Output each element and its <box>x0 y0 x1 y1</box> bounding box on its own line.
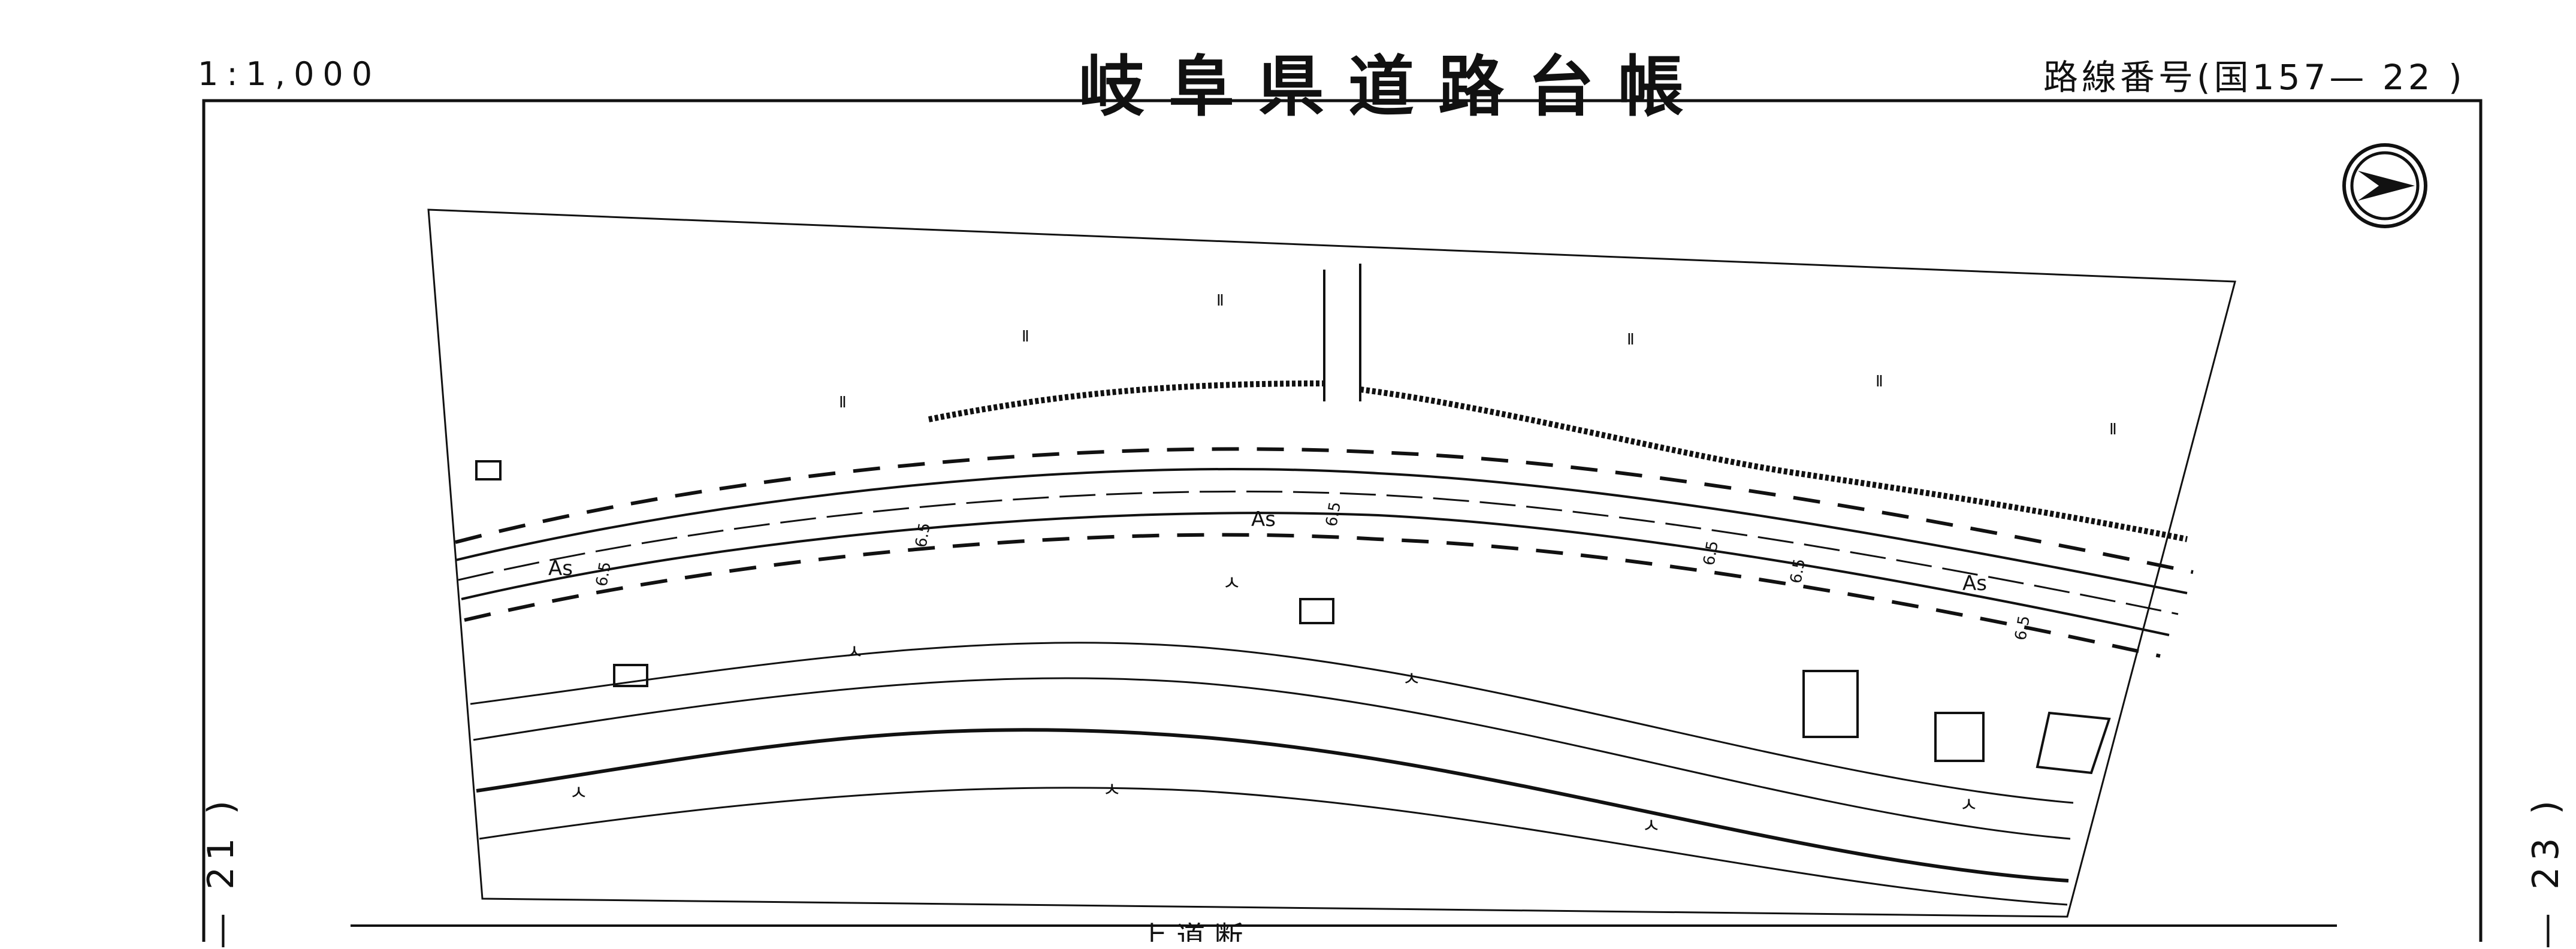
river-label: ㅅ <box>1402 667 1421 691</box>
sheet-boundary <box>427 208 2236 918</box>
building-3 <box>2036 711 2111 775</box>
map-frame <box>202 99 2483 942</box>
contour-1 <box>470 642 2074 804</box>
river-label: ㅅ <box>1103 778 1121 802</box>
footer-text: 上 道 断 <box>1138 920 1243 942</box>
road-shoulder-upper <box>455 447 2194 574</box>
width-label: 6.5 <box>1787 557 1809 585</box>
field-label: Ⅱ <box>1876 373 1883 391</box>
field-label: Ⅱ <box>1022 328 1029 346</box>
map-header: 1:1,000 岐阜県道路台帳 路線番号(国157— 22 ) <box>0 0 2576 125</box>
building-5 <box>475 460 502 480</box>
pavement-label: As <box>548 557 573 581</box>
road-shoulder-lower <box>464 533 2161 658</box>
route-label: 路線番号 <box>2043 57 2197 98</box>
width-label: 6.5 <box>1700 539 1722 567</box>
pavement-label: As <box>1962 572 1987 596</box>
building-4 <box>1299 598 1334 624</box>
route-sheet: 22 <box>2382 57 2434 98</box>
contour-3 <box>479 787 2068 906</box>
field-label: Ⅱ <box>1216 292 1224 310</box>
width-label: 6.5 <box>912 521 934 549</box>
route-paren-open: ( <box>2197 57 2214 98</box>
river-label: ㅅ <box>845 640 863 664</box>
route-number-value: 157 <box>2252 57 2330 98</box>
river-edge <box>476 728 2069 882</box>
road-centerline <box>458 490 2179 615</box>
river-label: ㅅ <box>569 781 588 805</box>
building-1 <box>1802 670 1859 738</box>
route-paren-close: ) <box>2448 57 2466 98</box>
river-label: ㅅ <box>1222 572 1241 596</box>
road-edge-upper <box>455 468 2188 594</box>
building-6 <box>613 664 648 687</box>
pavement-label: As <box>1251 507 1276 531</box>
route-number: 路線番号(国157— 22 ) <box>2043 49 2466 99</box>
map-title: 岐阜県道路台帳 <box>1079 49 1708 125</box>
field-label: Ⅱ <box>2109 421 2117 439</box>
road-edge-lower <box>461 512 2170 636</box>
field-label: Ⅱ <box>839 394 847 412</box>
map-scale: 1:1,000 <box>198 55 381 93</box>
route-prefix: 国 <box>2213 57 2252 98</box>
width-label: 6.5 <box>2012 614 2034 642</box>
width-label: 6.5 <box>1322 500 1345 528</box>
hatched-embankment <box>1360 386 2188 542</box>
route-dash: — <box>2329 57 2368 98</box>
river-label: ㅅ <box>1959 793 1978 817</box>
width-label: 6.5 <box>593 560 615 588</box>
contour-2 <box>473 677 2071 840</box>
hatched-wall <box>928 380 1325 422</box>
north-arrow-icon <box>2342 143 2427 228</box>
field-label: Ⅱ <box>1627 331 1635 349</box>
cross-street <box>1323 264 1361 401</box>
river-label: ㅅ <box>1642 814 1660 838</box>
building-2 <box>1934 712 1985 762</box>
